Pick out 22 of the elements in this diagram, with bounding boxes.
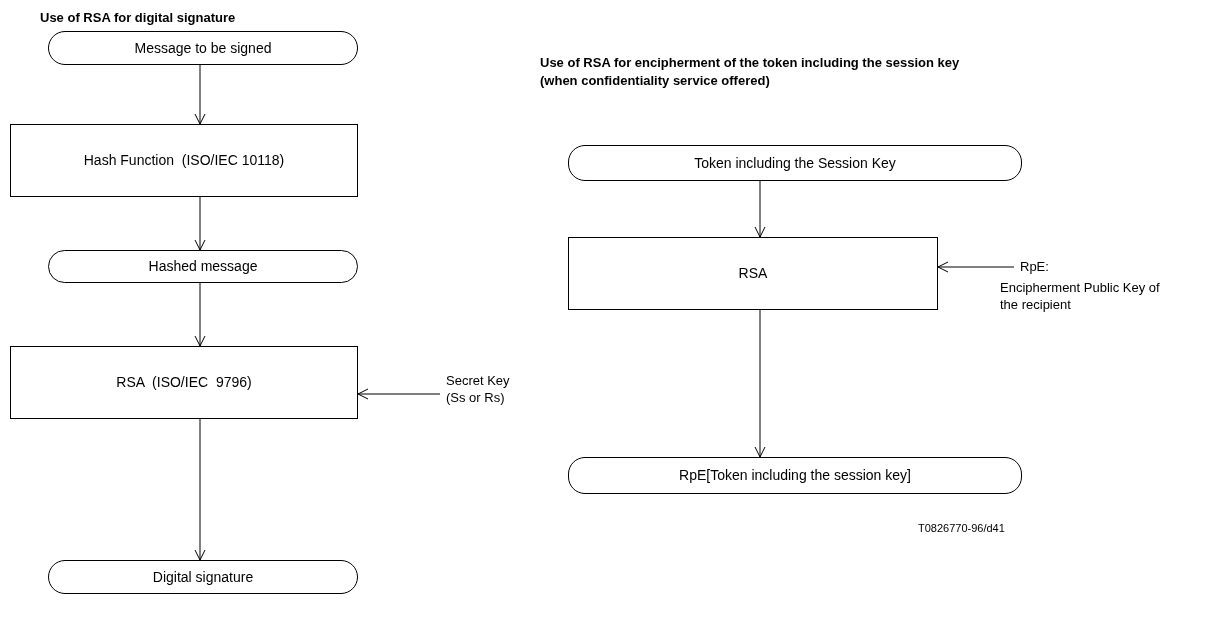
process-box: RSA — [568, 237, 938, 310]
key-note: RpE: — [1020, 258, 1050, 275]
terminal-shape: RpE[Token including the session key] — [568, 457, 1022, 494]
process-box: RSA (ISO/IEC 9796) — [10, 346, 358, 419]
terminal-shape: Message to be signed — [48, 31, 358, 65]
terminal-shape: Token including the Session Key — [568, 145, 1022, 181]
key-note: Encipherment Public Key of the recipient — [1000, 279, 1161, 313]
terminal-shape: Hashed message — [48, 250, 358, 283]
arrow — [754, 180, 766, 238]
figure-id: T0826770-96/d41 — [918, 521, 1005, 536]
diagram-title: Use of RSA for digital signature — [40, 9, 236, 27]
section-heading: Use of RSA for encipherment of the token including the session key (when confidentiality service offered) — [540, 54, 1000, 90]
terminal-shape: Digital signature — [48, 560, 358, 594]
arrow — [194, 64, 206, 125]
key-note: Secret Key (Ss or Rs) — [446, 372, 511, 406]
arrow — [194, 282, 206, 347]
arrow — [194, 196, 206, 251]
process-box: Hash Function (ISO/IEC 10118) — [10, 124, 358, 197]
arrow — [357, 388, 441, 400]
arrow — [937, 261, 1015, 273]
arrow — [754, 309, 766, 458]
arrow — [194, 418, 206, 561]
